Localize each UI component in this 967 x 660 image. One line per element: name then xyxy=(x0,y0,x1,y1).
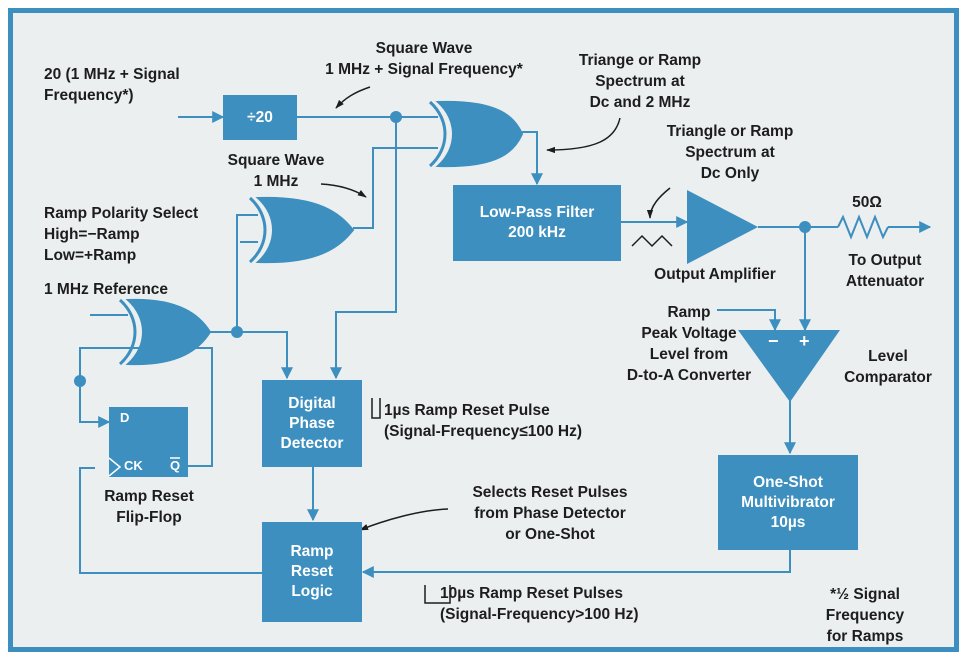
wire-logic-feedback xyxy=(79,467,262,574)
annotation-arrow xyxy=(359,508,449,531)
reset-10us-label: 10µs Ramp Reset Pulses (Signal-Frequency… xyxy=(440,585,639,623)
wire-polarity xyxy=(236,214,258,240)
reset-1us-label: 1µs Ramp Reset Pulse (Signal-Frequency≤1… xyxy=(384,402,582,440)
square-wave-signal-label: Square Wave 1 MHz + Signal Frequency* xyxy=(325,40,523,78)
wire-ff-loop xyxy=(79,347,213,467)
wire-xor3-out xyxy=(210,331,293,380)
resistor-label: 50Ω xyxy=(852,194,882,211)
selects-label: Selects Reset Pulses from Phase Detector… xyxy=(472,484,628,543)
flipflop-q-pin: Q xyxy=(170,458,181,473)
pulse-10us-icon xyxy=(424,585,451,604)
annotation-arrow xyxy=(320,183,367,198)
flipflop-d-pin: D xyxy=(120,410,130,425)
annotation-arrow xyxy=(546,117,621,154)
wire-ramp-peak xyxy=(717,309,781,332)
pulse-1us-icon xyxy=(371,398,381,419)
xor-gate-2 xyxy=(248,196,355,264)
junction-dot xyxy=(390,111,402,123)
junction-dot xyxy=(74,375,86,387)
input-label: 20 (1 MHz + Signal Frequency*) xyxy=(44,66,180,104)
divide-by-20-block: ÷20 xyxy=(223,95,297,140)
polarity-select-label: Ramp Polarity Select High=−Ramp Low=+Ram… xyxy=(44,205,199,264)
triangle-wave-icon xyxy=(631,234,673,248)
footnote-label: *½ Signal Frequency for Ramps xyxy=(825,586,905,645)
flipflop-box xyxy=(109,407,188,477)
low-pass-filter-block: Low-Pass Filter 200 kHz xyxy=(453,185,621,261)
flipflop-ck-pin: CK xyxy=(124,458,143,473)
phase-detector-block: Digital Phase Detector xyxy=(262,380,362,467)
to-attenuator-label: To Output Attenuator xyxy=(845,252,925,290)
comparator-minus-sign: − xyxy=(768,331,779,351)
wire-xor2-out xyxy=(353,147,438,229)
level-comparator-triangle xyxy=(738,330,840,402)
level-comparator-label: Level Comparator xyxy=(844,348,932,386)
one-shot-multivibrator-block: One-Shot Multivibrator 10µs xyxy=(718,455,858,550)
output-amplifier-triangle xyxy=(687,190,758,264)
annotation-arrow xyxy=(335,86,371,109)
wire-oneshot-out xyxy=(361,550,791,578)
annotation-arrow xyxy=(646,187,671,219)
triangle-dc-label: Triangle or Ramp Spectrum at Dc Only xyxy=(666,123,794,182)
junction-dot xyxy=(231,326,243,338)
xor-gate-1 xyxy=(428,100,524,168)
wire-branch-phase xyxy=(330,117,397,380)
reference-label: 1 MHz Reference xyxy=(44,281,169,298)
flipflop-label: Ramp Reset Flip-Flop xyxy=(104,488,194,526)
square-wave-1mhz-label: Square Wave 1 MHz xyxy=(227,152,325,190)
ramp-peak-label: Ramp Peak Voltage Level from D-to-A Conv… xyxy=(626,304,752,384)
triangle-dc2-label: Triange or Ramp Spectrum at Dc and 2 MHz xyxy=(578,52,702,111)
ramp-reset-logic-block: Ramp Reset Logic xyxy=(262,522,362,622)
wire-xor1-out xyxy=(522,131,543,186)
junction-dot xyxy=(799,221,811,233)
xor-gate-3 xyxy=(118,298,212,366)
comparator-plus-sign: + xyxy=(799,331,810,351)
resistor-50ohm xyxy=(837,214,889,240)
output-amplifier-label: Output Amplifier xyxy=(654,266,776,283)
